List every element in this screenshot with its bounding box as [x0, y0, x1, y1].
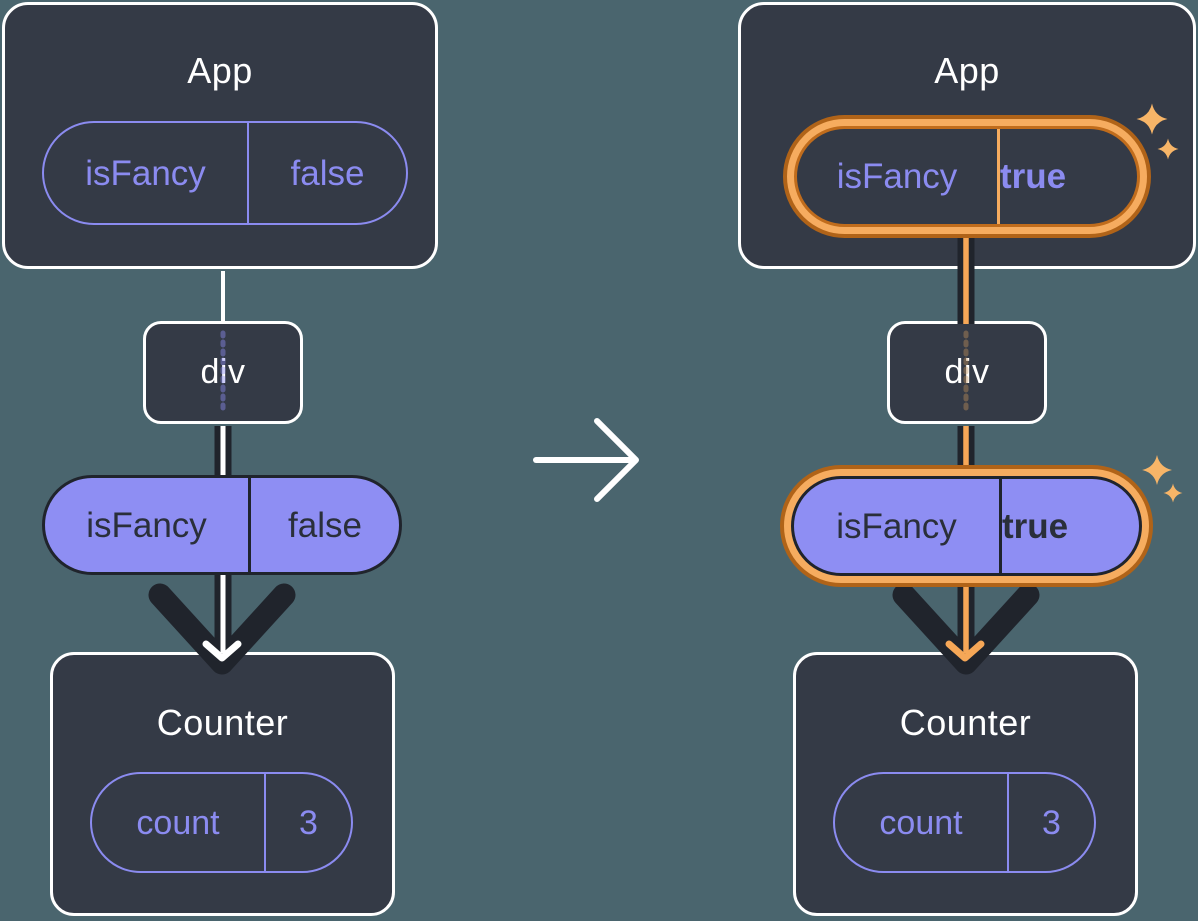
- after-app-prop-pill: isFancy true: [794, 126, 1140, 227]
- before-passed-prop-pill: isFancy false: [42, 475, 402, 575]
- before-div-card: div: [143, 321, 303, 424]
- prop-name: isFancy: [797, 129, 1000, 224]
- prop-value: false: [288, 505, 362, 545]
- prop-value: true: [1000, 157, 1067, 196]
- before-app-title: App: [187, 50, 253, 91]
- after-counter-state-pill: count 3: [833, 772, 1096, 873]
- before-div-label: div: [200, 353, 246, 391]
- prop-name: isFancy: [794, 479, 1002, 573]
- after-passed-prop-pill: isFancy true: [791, 476, 1142, 576]
- state-name: count: [92, 774, 266, 871]
- state-name: count: [835, 774, 1009, 871]
- after-app-title: App: [934, 50, 1000, 91]
- state-value: 3: [299, 803, 318, 842]
- after-counter-title: Counter: [899, 702, 1032, 743]
- prop-name: isFancy: [44, 123, 249, 223]
- after-div-label: div: [944, 353, 990, 391]
- after-passed-prop-pill-highlight: isFancy true: [780, 465, 1153, 587]
- before-counter-state-pill: count 3: [90, 772, 353, 873]
- after-app-prop-pill-highlight: isFancy true: [783, 115, 1151, 238]
- prop-name: isFancy: [45, 478, 251, 572]
- state-value: 3: [1042, 803, 1061, 842]
- before-app-prop-pill: isFancy false: [42, 121, 408, 225]
- prop-value: false: [290, 153, 365, 193]
- prop-value: true: [1002, 506, 1069, 546]
- before-counter-title: Counter: [156, 702, 289, 743]
